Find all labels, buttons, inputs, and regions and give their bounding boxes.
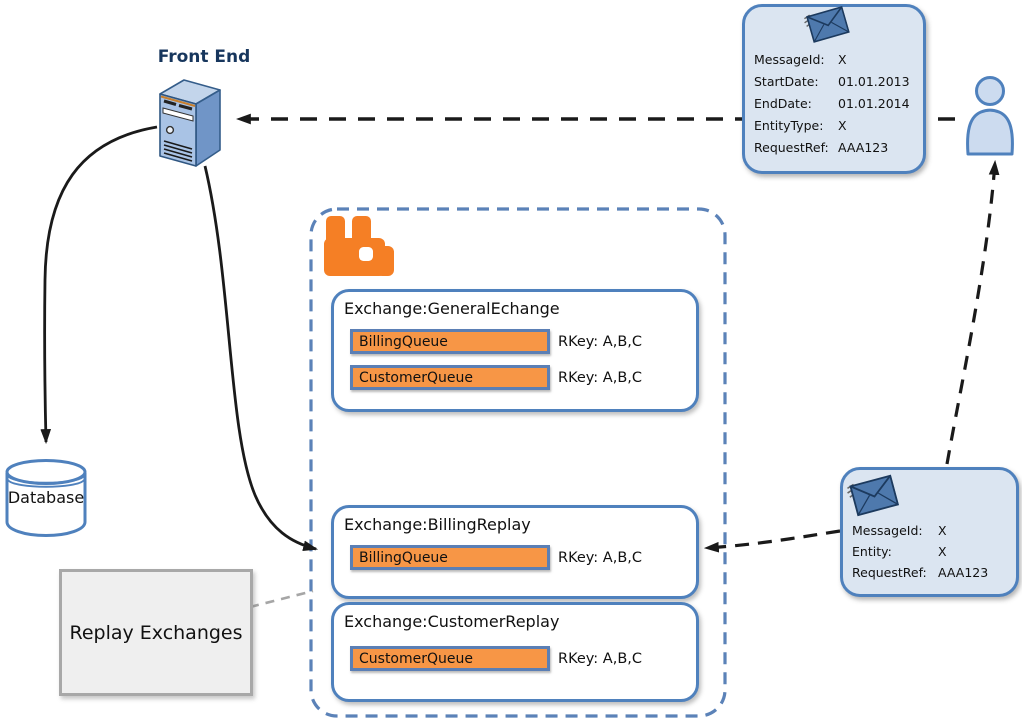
database: Database	[4, 458, 88, 538]
routing-key-label: RKey: A,B,C	[558, 549, 643, 566]
database-label: Database	[7, 488, 85, 507]
exchange-billing-replay-box: Exchange:BillingReplay BillingQueue RKey…	[331, 505, 699, 599]
field-row: StartDate: 01.01.2013	[754, 74, 910, 89]
exchange-title: Exchange:BillingReplay	[344, 515, 531, 534]
field-row: EntityType: X	[754, 118, 847, 133]
request-message-card: MessageId: X StartDate: 01.01.2013 EndDa…	[742, 4, 926, 174]
field-row: MessageId: X	[754, 52, 847, 67]
exchange-customer-replay-box: Exchange:CustomerReplay CustomerQueue RK…	[331, 602, 699, 702]
queue-row: BillingQueue RKey: A,B,C	[350, 329, 696, 354]
field-row: RequestRef: AAA123	[754, 140, 889, 155]
exchange-general-box: Exchange:GeneralEchange BillingQueue RKe…	[331, 289, 699, 412]
front-end-label: Front End	[157, 47, 251, 67]
replay-message-card: MessageId: X Entity: X RequestRef: AAA12…	[840, 467, 1019, 597]
server-icon	[156, 74, 224, 168]
arrow-replaycard-to-user	[945, 159, 1000, 465]
routing-key-label: RKey: A,B,C	[558, 333, 643, 350]
queue-row: BillingQueue RKey: A,B,C	[350, 545, 696, 570]
queue-row: CustomerQueue RKey: A,B,C	[350, 646, 696, 671]
request-card-fields: MessageId: X StartDate: 01.01.2013 EndDa…	[745, 49, 923, 159]
arrow-frontend-to-billingreplay	[203, 165, 319, 552]
queue-bar: BillingQueue	[350, 329, 550, 354]
exchange-title: Exchange:GeneralEchange	[344, 299, 560, 318]
envelope-icon	[844, 471, 900, 520]
replay-exchanges-label: Replay Exchanges	[69, 621, 243, 644]
replay-card-fields: MessageId: X Entity: X RequestRef: AAA12…	[843, 520, 1016, 583]
routing-key-label: RKey: A,B,C	[558, 650, 643, 667]
database-cylinder-icon	[5, 459, 87, 538]
routing-key-label: RKey: A,B,C	[558, 369, 643, 386]
field-row: MessageId: X	[852, 523, 947, 538]
user-icon	[961, 76, 1015, 158]
field-row: Entity: X	[852, 544, 947, 559]
callout-replayexchanges-to-cluster	[249, 589, 314, 609]
queue-bar: BillingQueue	[350, 545, 550, 570]
rabbitmq-logo	[324, 216, 394, 277]
arrow-replaycard-to-billingreplay	[703, 529, 841, 553]
queue-bar: CustomerQueue	[350, 365, 550, 390]
envelope-icon	[801, 4, 850, 46]
queue-row: CustomerQueue RKey: A,B,C	[350, 365, 696, 390]
arrow-frontend-to-database	[40, 125, 158, 445]
field-row: EndDate: 01.01.2014	[754, 96, 910, 111]
replay-exchanges-box: Replay Exchanges	[59, 569, 253, 696]
field-row: RequestRef: AAA123	[852, 565, 989, 580]
exchange-title: Exchange:CustomerReplay	[344, 612, 560, 631]
queue-bar: CustomerQueue	[350, 646, 550, 671]
